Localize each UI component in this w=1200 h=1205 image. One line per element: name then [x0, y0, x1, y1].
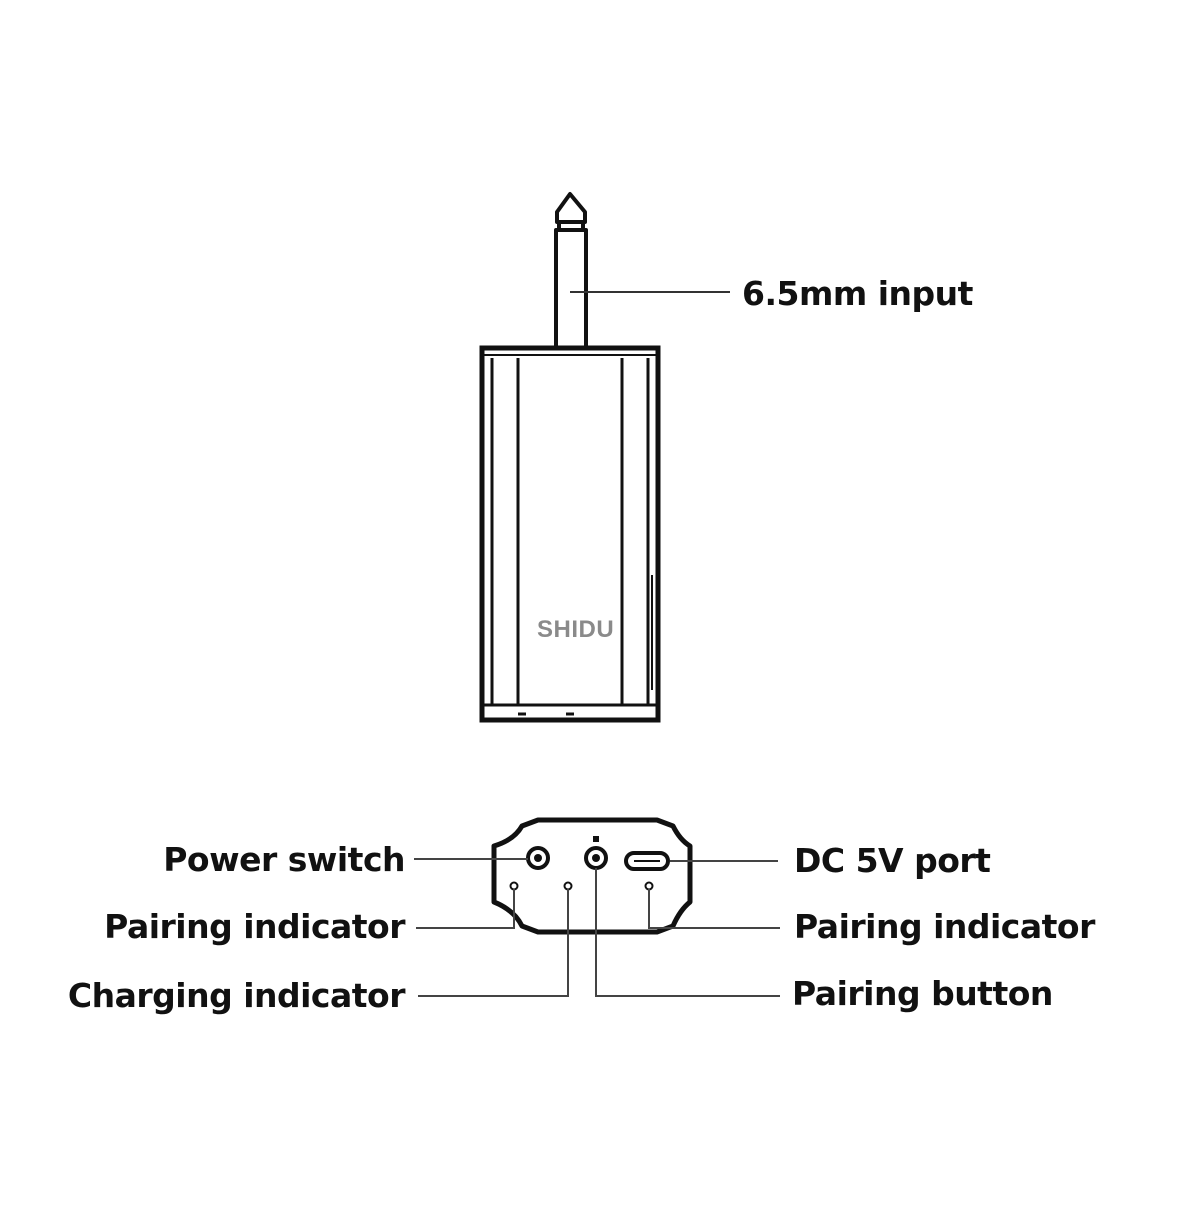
pairing-indicator-right-dot — [644, 881, 654, 891]
jack-sleeve — [554, 228, 588, 350]
end-panel — [491, 817, 693, 935]
brand-logo: SHIDU — [537, 616, 615, 643]
power-switch-label: Power switch — [163, 840, 405, 879]
pairing-indicator-left-leader — [416, 889, 515, 929]
charging-indicator-leader — [418, 889, 569, 997]
pairing-button-label: Pairing button — [792, 974, 1053, 1013]
jack-plug — [554, 192, 588, 350]
leader-lines — [414, 858, 780, 997]
end-panel-outline — [491, 817, 693, 935]
jack-tip — [555, 192, 587, 224]
pairing-indicator-right-label: Pairing indicator — [794, 907, 1095, 946]
body-outline — [479, 345, 661, 723]
pairing-button-leader — [595, 868, 780, 997]
charging-indicator-label: Charging indicator — [67, 976, 406, 1015]
pairing-indicator-left-label: Pairing indicator — [104, 907, 405, 946]
device-body — [479, 345, 661, 723]
pairing-indicator-right-leader — [648, 889, 780, 929]
charging-indicator-dot — [563, 881, 573, 891]
dc-port-label: DC 5V port — [794, 841, 991, 880]
pairing-button-icon — [584, 836, 608, 870]
pairing-indicator-left-dot — [509, 881, 519, 891]
power-switch-icon — [526, 846, 550, 870]
input-label: 6.5mm input — [742, 274, 973, 313]
dc-port-icon — [624, 851, 670, 871]
